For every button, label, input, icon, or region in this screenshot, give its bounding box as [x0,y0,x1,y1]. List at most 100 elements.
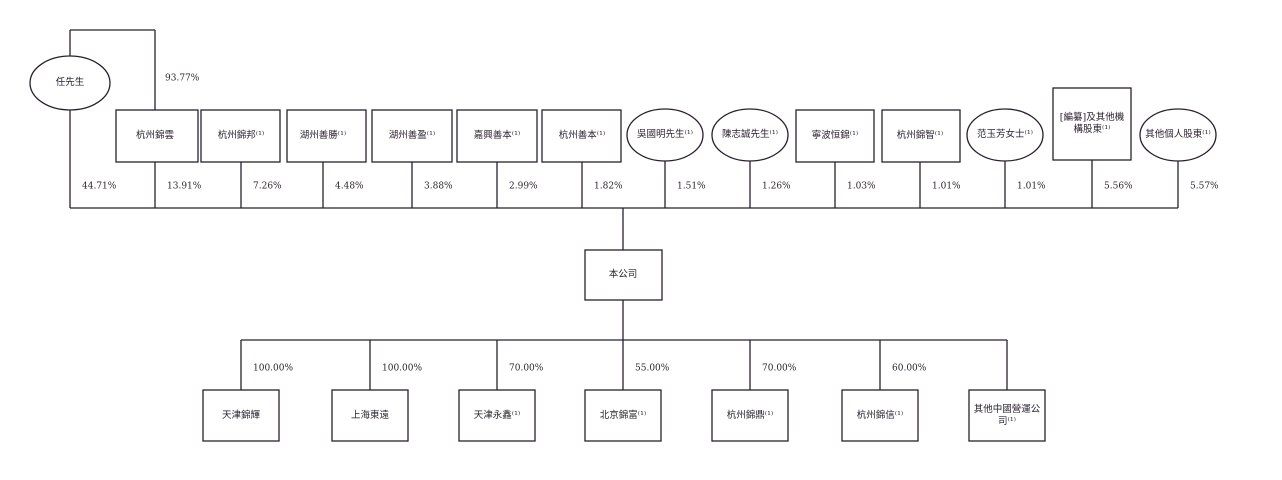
shareholder-name-wrap: 任先生 [34,59,106,107]
shareholder-name-wrap: 陳志誠先生⁽¹⁾ [716,112,784,158]
shareholder-name-container: 吳國明先生⁽¹⁾ [631,112,699,158]
shareholder-name: 陳志誠先生⁽¹⁾ [722,129,778,141]
shareholder-pct: 5.57% [1190,182,1219,192]
shareholder-box [881,109,961,163]
shareholder-pct: 1.01% [932,182,961,192]
subsidiary-name-container: 上海東遠 [335,393,405,438]
shareholder-name: 杭州錦邦⁽¹⁾ [217,130,265,142]
shareholder-name-container: 杭州錦智⁽¹⁾ [884,113,956,159]
company-name-wrap: 本公司 [588,253,659,297]
shareholder-name-container: 陳志誠先生⁽¹⁾ [716,112,784,158]
shareholder-name-wrap: 寧波恒錦⁽¹⁾ [799,113,871,159]
subsidiary-name: 天津永鑫⁽¹⁾ [473,409,521,421]
shareholder-pct: 13.91% [167,182,202,192]
subsidiary-box [331,389,409,442]
subsidiary-pct: 60.00% [892,364,927,374]
shareholder-pct: 1.51% [677,182,706,192]
subsidiary-box [584,389,662,442]
subsidiary-pct: 100.00% [382,364,422,374]
shareholder-name-wrap: 湖州善勝⁽¹⁾ [287,113,360,159]
subsidiary-name-wrap: 其他中國營運公司⁽¹⁾ [972,393,1042,438]
shareholder-pct: 1.01% [1017,182,1046,192]
subsidiary-box [841,389,919,442]
shareholder-pct: 3.88% [424,182,453,192]
subsidiary-name: 天津錦輝 [221,409,260,421]
subsidiary-pct: 100.00% [253,364,293,374]
subsidiary-name: 北京錦富⁽¹⁾ [599,409,647,421]
shareholder-name-container: 湖州善盈⁽¹⁾ [375,113,449,159]
subsidiary-box [968,389,1046,442]
shareholder-name-wrap: 范玉芳女士⁽¹⁾ [971,112,1039,158]
shareholder-pct: 1.82% [594,182,623,192]
shareholder-name-wrap: 杭州錦智⁽¹⁾ [884,113,956,159]
shareholder-name: 湖州善勝⁽¹⁾ [299,130,347,142]
shareholder-name-container: 嘉興善本⁽¹⁾ [460,113,534,159]
subsidiary-name: 杭州錦鼎⁽¹⁾ [726,409,774,421]
subsidiary-box [711,389,789,442]
shareholder-name: 寧波恒錦⁽¹⁾ [811,130,859,142]
shareholder-name-wrap: 杭州錦邦⁽¹⁾ [205,113,278,159]
shareholder-name-wrap: 杭州善本⁽¹⁾ [546,113,619,159]
shareholder-pct: 1.03% [847,182,876,192]
shareholder-name: 杭州善本⁽¹⁾ [558,130,606,142]
subsidiary-name-wrap: 天津錦輝 [206,393,276,438]
subsidiary-name-wrap: 杭州錦信⁽¹⁾ [845,393,915,438]
shareholder-name-container: 杭州錦雲 [117,113,193,159]
subsidiary-name: 上海東遠 [350,409,389,421]
shareholder-name: 任先生 [55,77,85,89]
company-name: 本公司 [608,269,638,281]
subsidiary-name-container: 其他中國營運公司⁽¹⁾ [972,393,1042,438]
company-name-container: 本公司 [588,253,659,297]
shareholder-name-wrap: 湖州善盈⁽¹⁾ [375,113,449,159]
shareholder-name-container: 湖州善勝⁽¹⁾ [287,113,360,159]
subsidiary-name-container: 杭州錦鼎⁽¹⁾ [715,393,785,438]
shareholder-name-container: 杭州錦邦⁽¹⁾ [205,113,278,159]
shareholder-pct: 44.71% [82,182,117,192]
shareholder-name-container: 其他個人股東⁽¹⁾ [1144,112,1212,158]
shareholder-name-container: 杭州善本⁽¹⁾ [546,113,619,159]
subsidiary-name-container: 天津永鑫⁽¹⁾ [462,393,532,438]
shareholder-pct: 7.26% [253,182,282,192]
shareholder-name: 嘉興善本⁽¹⁾ [473,130,521,142]
company-box [584,249,663,301]
shareholder-name-container: [編纂]及其他機構股東⁽¹⁾ [1056,91,1128,157]
shareholder-name-container: 任先生 [34,59,106,107]
shareholder-name: 杭州錦智⁽¹⁾ [896,130,944,142]
shareholder-name: [編纂]及其他機構股東⁽¹⁾ [1059,112,1125,135]
shareholder-pct: 5.56% [1104,182,1133,192]
shareholder-name-wrap: 嘉興善本⁽¹⁾ [460,113,534,159]
subsidiary-pct: 70.00% [762,364,797,374]
shareholder-name-wrap: [編纂]及其他機構股東⁽¹⁾ [1056,91,1128,157]
subsidiary-name-wrap: 杭州錦鼎⁽¹⁾ [715,393,785,438]
subsidiary-pct: 55.00% [635,364,670,374]
shareholder-name-wrap: 杭州錦雲 [117,113,193,159]
shareholder-pct: 4.48% [335,182,364,192]
shareholder-name-container: 范玉芳女士⁽¹⁾ [971,112,1039,158]
shareholder-name: 其他個人股東⁽¹⁾ [1145,129,1211,141]
subsidiary-name-container: 天津錦輝 [206,393,276,438]
shareholder-box [371,109,453,163]
subsidiary-name-wrap: 北京錦富⁽¹⁾ [588,393,658,438]
subsidiary-name: 其他中國營運公司⁽¹⁾ [973,403,1041,427]
subsidiary-name-wrap: 上海東遠 [335,393,405,438]
subsidiary-box [202,389,280,442]
shareholder-name-wrap: 吳國明先生⁽¹⁾ [631,112,699,158]
shareholder-name: 范玉芳女士⁽¹⁾ [977,129,1033,141]
shareholder-pct: 2.99% [509,182,538,192]
subsidiary-pct: 70.00% [509,364,544,374]
shareholder-name: 吳國明先生⁽¹⁾ [637,129,693,141]
controller-pct: 93.77% [165,74,200,84]
shareholder-pct: 1.26% [762,182,791,192]
shareholder-name-container: 寧波恒錦⁽¹⁾ [799,113,871,159]
subsidiary-name-wrap: 天津永鑫⁽¹⁾ [462,393,532,438]
subsidiary-name: 杭州錦信⁽¹⁾ [856,409,904,421]
shareholder-box [115,109,199,163]
subsidiary-name-container: 杭州錦信⁽¹⁾ [845,393,915,438]
shareholder-name: 湖州善盈⁽¹⁾ [388,130,436,142]
shareholder-box [286,109,367,163]
subsidiary-name-container: 北京錦富⁽¹⁾ [588,393,658,438]
shareholder-name-wrap: 其他個人股東⁽¹⁾ [1144,112,1212,158]
shareholder-name: 杭州錦雲 [135,130,174,142]
subsidiary-box [458,389,536,442]
